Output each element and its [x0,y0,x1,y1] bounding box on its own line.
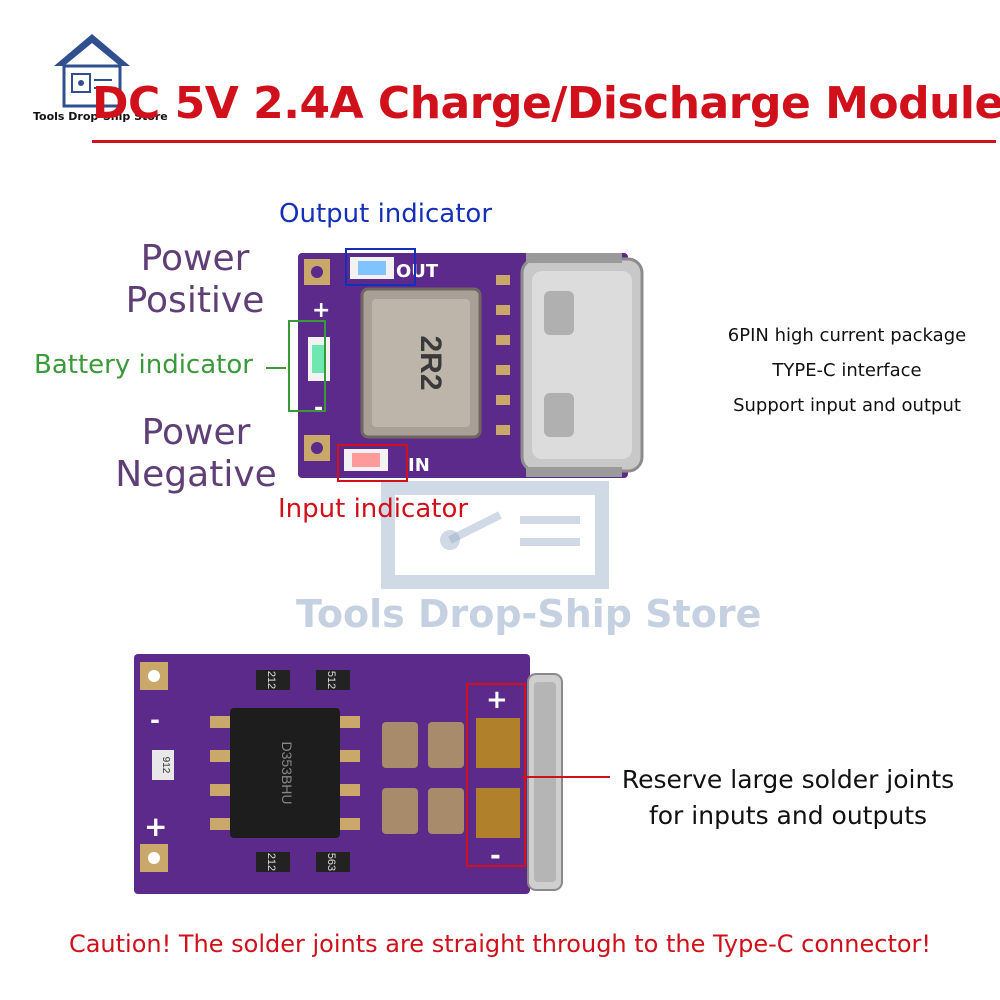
reserve-label-line1: Reserve large solder joints [621,765,955,794]
in-silkscreen: IN [408,455,430,476]
battery-indicator-label: Battery indicator [34,350,253,380]
output-indicator-box [345,248,416,286]
bottom-plus-left-silkscreen: + [144,810,167,843]
resistor-r4-marking: 212 [265,853,277,871]
resistor-r1-marking: 212 [265,671,277,689]
reserve-label: Reserve large solder joints for inputs a… [608,762,968,834]
resistor-r3-marking: 912 [160,757,171,774]
battery-indicator-box [288,320,326,412]
power-positive-label: Power Positive [125,238,265,321]
input-indicator-label: Input indicator [278,494,469,524]
chip-marking: D353BHU [279,741,295,804]
bottom-minus-left-silkscreen: - [150,706,160,734]
input-indicator-box [337,444,408,482]
output-indicator-label: Output indicator [279,199,493,229]
store-logo-text: Tools Drop-Ship Store [33,110,168,123]
power-negative-label: Power Negative [115,412,277,495]
watermark-logo-icon [381,481,609,589]
reserve-leader-line [522,776,610,778]
store-logo-icon [54,34,130,108]
top-pcb-board: + - OUT IN 2R2 [298,253,644,478]
bottom-plus-right-silkscreen: + [486,685,508,715]
resistor-r2-marking: 512 [325,671,337,689]
bottom-pcb-board: - + 912 212 512 212 563 D353BHU + - [134,654,563,894]
watermark-text: Tools Drop-Ship Store [296,592,762,636]
feature-item: TYPE-C interface [772,360,922,381]
feature-list: 6PIN high current package TYPE-C interfa… [712,318,982,423]
reserve-solder-box [466,683,526,867]
top-plus-silkscreen: + [312,298,330,323]
feature-item: 6PIN high current package [727,325,967,346]
resistor-r5-marking: 563 [325,853,337,871]
battery-indicator-leader [266,367,286,369]
feature-item: Support input and output [733,395,961,416]
top-minus-silkscreen: - [314,396,323,421]
bottom-minus-right-silkscreen: - [490,841,501,871]
caution-note: Caution! The solder joints are straight … [68,930,932,958]
out-silkscreen: OUT [396,261,439,282]
title-underline [92,140,996,143]
reserve-label-line2: for inputs and outputs [648,801,928,830]
page-title: DC 5V 2.4A Charge/Discharge Module [92,78,1000,129]
inductor-marking: 2R2 [414,335,447,390]
